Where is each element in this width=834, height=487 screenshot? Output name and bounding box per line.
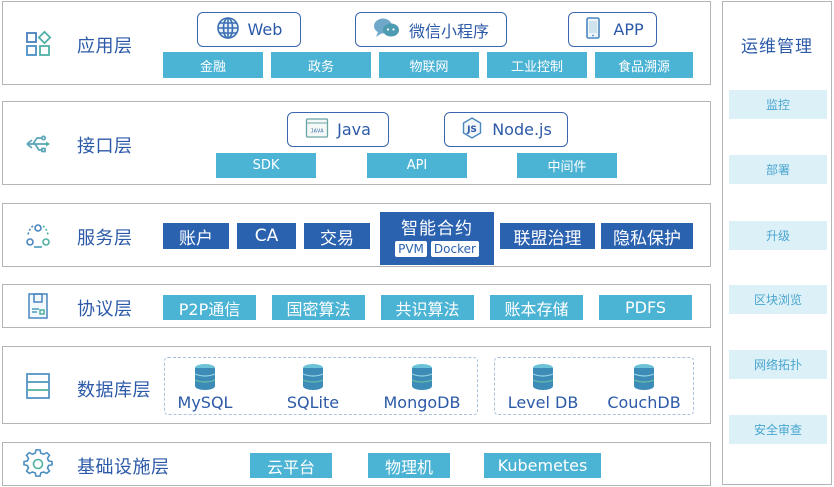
db-label: SQLite	[286, 393, 340, 412]
layer-title: 基础设施层	[77, 457, 170, 478]
scenario-chip[interactable]: 工业控制	[487, 52, 587, 78]
database-layer: 数据库层 MySQL SQLite	[2, 346, 711, 424]
language-label: Java	[337, 120, 371, 139]
infrastructure-layer: 基础设施层 云平台 物理机 Kubemetes	[2, 442, 711, 486]
service-layer: 服务层 账户 CA 交易 智能合约 PVM Docker 联盟治理 隐私保护	[2, 203, 711, 267]
nodejs-icon: JS	[460, 116, 484, 144]
layer-title: 协议层	[77, 299, 133, 320]
ops-item-network-topology[interactable]: 网络拓扑	[729, 350, 827, 379]
db-label: Level DB	[507, 393, 579, 412]
ops-item-upgrade[interactable]: 升级	[729, 221, 827, 250]
infra-chip[interactable]: 云平台	[250, 453, 332, 478]
service-chip[interactable]: 隐私保护	[601, 223, 693, 249]
apps-grid-icon	[23, 29, 53, 59]
scenario-chip[interactable]: 食品溯源	[595, 52, 693, 78]
layer-title: 应用层	[77, 36, 133, 57]
platform-label: APP	[613, 20, 644, 39]
interface-chip[interactable]: API	[367, 153, 467, 178]
service-nodes-icon	[23, 221, 53, 251]
protocol-chip[interactable]: 共识算法	[381, 295, 474, 320]
gear-icon	[23, 449, 53, 479]
db-mongodb[interactable]: MongoDB	[377, 363, 467, 412]
database-group-kv: Level DB CouchDB	[494, 357, 694, 415]
database-group-relational: MySQL SQLite MongoDB	[164, 357, 478, 415]
scenario-chip[interactable]: 政务	[271, 52, 371, 78]
scenario-chip[interactable]: 金融	[163, 52, 263, 78]
smart-contract-title: 智能合约	[401, 219, 473, 239]
ops-management-panel: 运维管理 监控 部署 升级 区块浏览 网络拓扑 安全审查	[722, 1, 832, 485]
ops-item-security-audit[interactable]: 安全审查	[729, 415, 827, 444]
database-icon	[302, 364, 324, 390]
database-icon	[194, 364, 216, 390]
platform-web[interactable]: Web	[197, 12, 301, 47]
service-chip[interactable]: 交易	[304, 223, 370, 249]
database-rows-icon	[23, 371, 53, 401]
protocol-chip[interactable]: 国密算法	[272, 295, 365, 320]
ops-item-deploy[interactable]: 部署	[729, 155, 827, 184]
db-mysql[interactable]: MySQL	[160, 363, 250, 412]
language-label: Node.js	[492, 120, 552, 139]
database-icon	[411, 364, 433, 390]
platform-wechat[interactable]: 微信小程序	[355, 12, 507, 47]
protocol-box-icon	[23, 291, 53, 321]
interface-layer: 接口层 JAVA Java JS Node.js SDK API 中间件	[2, 101, 711, 185]
scenario-chip[interactable]: 物联网	[379, 52, 479, 78]
platform-app[interactable]: APP	[568, 12, 657, 47]
db-couchdb[interactable]: CouchDB	[599, 363, 689, 412]
platform-label: Web	[247, 20, 283, 39]
svg-text:JAVA: JAVA	[310, 128, 324, 134]
db-label: CouchDB	[607, 393, 681, 412]
contract-tag-docker[interactable]: Docker	[430, 241, 479, 257]
db-label: MySQL	[177, 393, 233, 412]
database-icon	[532, 364, 554, 390]
db-sqlite[interactable]: SQLite	[268, 363, 358, 412]
infra-chip[interactable]: Kubemetes	[484, 453, 601, 478]
service-chip[interactable]: 联盟治理	[500, 223, 595, 249]
protocol-chip[interactable]: P2P通信	[163, 295, 256, 320]
language-nodejs[interactable]: JS Node.js	[444, 112, 568, 147]
usb-icon	[23, 129, 53, 159]
wechat-icon	[373, 16, 401, 44]
ops-item-monitor[interactable]: 监控	[729, 90, 827, 119]
smart-contract-block[interactable]: 智能合约 PVM Docker	[380, 212, 494, 265]
database-icon	[633, 364, 655, 390]
protocol-chip[interactable]: 账本存储	[490, 295, 583, 320]
infra-chip[interactable]: 物理机	[368, 453, 450, 478]
globe-icon	[216, 16, 240, 44]
db-label: MongoDB	[383, 393, 461, 412]
contract-tag-pvm[interactable]: PVM	[395, 241, 427, 257]
service-chip[interactable]: 账户	[163, 223, 229, 249]
protocol-chip[interactable]: PDFS	[599, 295, 692, 320]
ops-item-block-explorer[interactable]: 区块浏览	[729, 285, 827, 314]
db-leveldb[interactable]: Level DB	[498, 363, 588, 412]
java-icon: JAVA	[305, 116, 329, 144]
protocol-layer: 协议层 P2P通信 国密算法 共识算法 账本存储 PDFS	[2, 284, 711, 328]
ops-title: 运维管理	[741, 37, 813, 57]
svg-text:JS: JS	[466, 125, 477, 135]
platform-label: 微信小程序	[408, 21, 489, 41]
service-chip[interactable]: CA	[237, 223, 296, 249]
layer-title: 接口层	[77, 136, 133, 157]
mobile-phone-icon	[581, 16, 605, 44]
layer-title: 服务层	[77, 228, 133, 249]
layer-title: 数据库层	[77, 380, 151, 401]
interface-chip[interactable]: SDK	[216, 153, 316, 178]
interface-chip[interactable]: 中间件	[517, 153, 617, 178]
language-java[interactable]: JAVA Java	[287, 112, 389, 147]
application-layer: 应用层 Web 微信小程序	[2, 1, 711, 85]
